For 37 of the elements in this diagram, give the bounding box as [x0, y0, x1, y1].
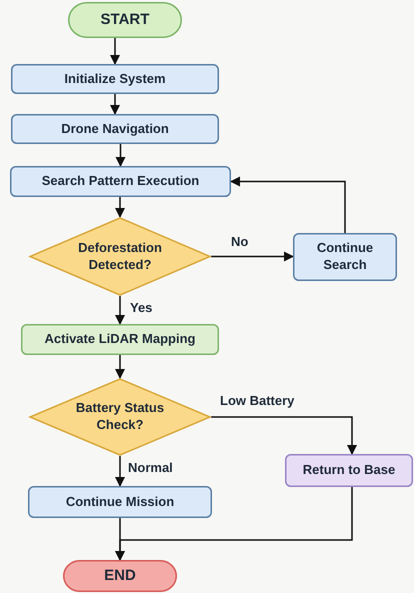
process-box — [11, 114, 219, 144]
node-label: Initialize System — [64, 70, 166, 88]
node-label: Drone Navigation — [61, 120, 169, 138]
arrow — [115, 296, 125, 325]
process-box — [11, 64, 219, 94]
decision-diamond — [29, 217, 211, 296]
process-box — [285, 454, 413, 487]
process-box — [28, 486, 212, 518]
arrow — [211, 416, 357, 455]
node-label: Continue Mission — [66, 494, 174, 510]
node-label: Activate LiDAR Mapping — [44, 331, 196, 348]
arrow — [115, 456, 125, 487]
process-box — [21, 324, 219, 355]
arrow — [115, 355, 125, 379]
node-label: Return to Base — [302, 462, 396, 479]
start-terminal — [68, 2, 182, 38]
node-label: Battery Status Check? — [74, 400, 166, 434]
node-label: Search Pattern Execution — [42, 173, 200, 190]
arrow — [116, 144, 126, 167]
node-label: START — [100, 10, 150, 30]
node-label: END — [104, 566, 136, 586]
arrow — [110, 94, 120, 115]
edge-label: Yes — [130, 300, 152, 315]
process-box — [293, 233, 397, 281]
arrow — [230, 176, 346, 233]
edge-label: Normal — [128, 460, 173, 475]
node-label: Deforestation Detected? — [77, 240, 163, 274]
process-box — [10, 166, 231, 197]
arrow — [211, 252, 294, 262]
edge-label: No — [231, 234, 248, 249]
end-terminal — [63, 560, 177, 592]
node-label: Continue Search — [316, 240, 374, 274]
arrow — [115, 487, 353, 561]
decision-diamond — [29, 378, 211, 456]
arrow — [115, 197, 125, 218]
edge-label: Low Battery — [220, 393, 294, 408]
arrow — [110, 38, 120, 65]
